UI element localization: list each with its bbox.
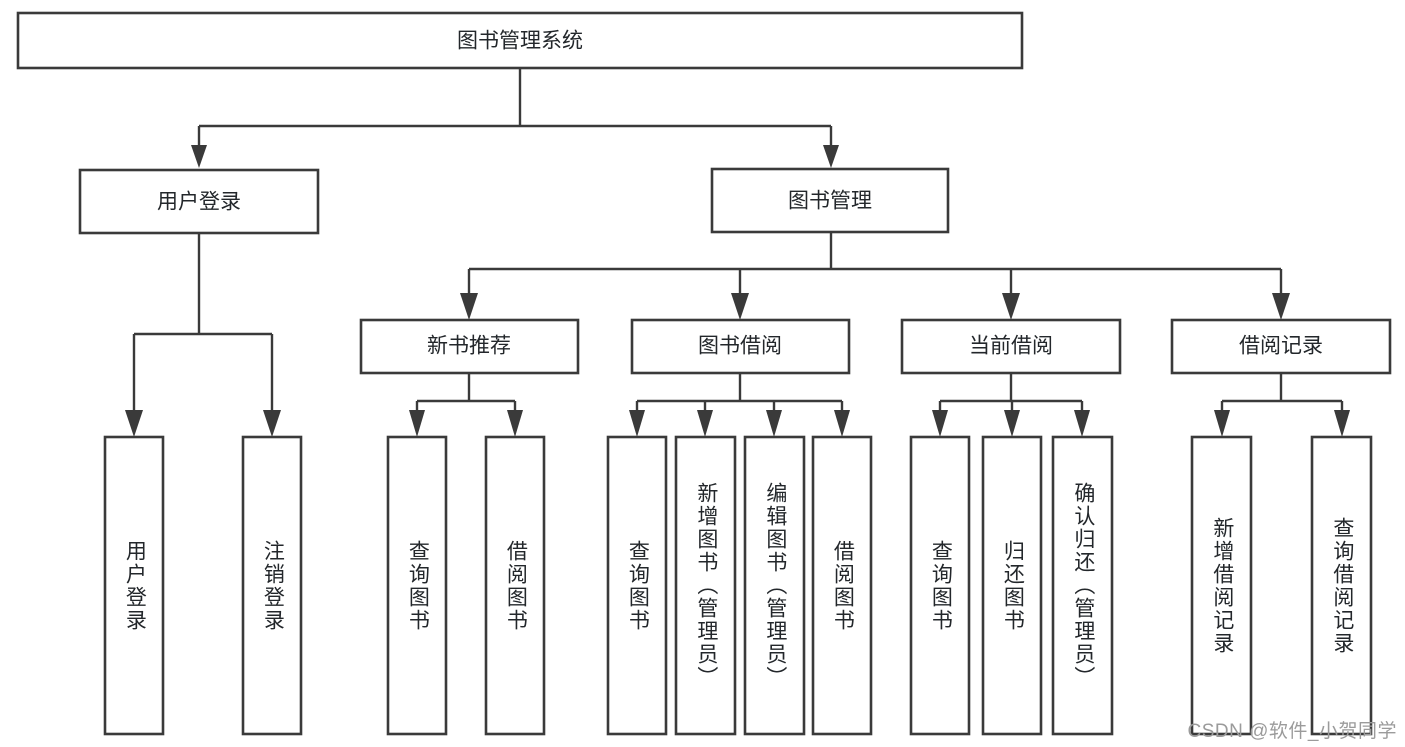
node-box-leaf-edit-book-admin[interactable] [743, 435, 806, 736]
node-box-leaf-add-book-admin[interactable] [674, 435, 737, 736]
node-label-borrow-records: 借阅记录 [1239, 335, 1323, 358]
arrow-head-borrow-leaf-4 [834, 410, 850, 437]
arrow-head-newbook-leaf-2 [507, 410, 523, 437]
node-label-book-borrow: 图书借阅 [698, 335, 782, 358]
arrow-head-to-new-book [460, 293, 478, 320]
node-box-leaf-query-book-3[interactable] [909, 435, 971, 736]
arrow-head-to-current [1002, 293, 1020, 320]
node-box-leaf-confirm-return-admin[interactable] [1051, 435, 1114, 736]
node-box-leaf-return-book[interactable] [981, 435, 1043, 736]
node-box-leaf-query-borrow-record[interactable] [1310, 435, 1373, 736]
arrow-head-to-records [1272, 293, 1290, 320]
arrow-head-current-leaf-3 [1074, 410, 1090, 437]
connector-group-current-to-leaves [932, 373, 1090, 437]
watermark-text: CSDN @软件_小贺同学 [1187, 721, 1397, 742]
arrow-head-records-leaf-1 [1214, 410, 1230, 437]
arrow-head-records-leaf-2 [1334, 410, 1350, 437]
node-box-leaf-user-login[interactable] [103, 435, 165, 736]
node-box-book-borrow[interactable] [630, 318, 851, 375]
node-box-leaf-query-book-1[interactable] [386, 435, 448, 736]
node-label-root: 图书管理系统 [457, 30, 583, 53]
node-box-current-borrow[interactable] [900, 318, 1122, 375]
connector-group-newbook-to-leaves [409, 373, 523, 437]
arrow-head-current-leaf-2 [1004, 410, 1020, 437]
connector-group-borrow-to-leaves [629, 373, 850, 437]
node-box-user-login[interactable] [78, 168, 320, 235]
node-box-borrow-records[interactable] [1170, 318, 1392, 375]
arrow-head-newbook-leaf-1 [409, 410, 425, 437]
arrow-head-to-user-login [191, 145, 207, 168]
arrow-head-borrow-leaf-2 [697, 410, 713, 437]
node-label-new-book-recommend: 新书推荐 [427, 335, 511, 358]
node-label-book-manage: 图书管理 [788, 190, 872, 213]
arrow-head-user-leaf-1 [125, 410, 143, 437]
arrow-head-to-book-manage [823, 145, 839, 168]
arrow-head-to-borrow [731, 293, 749, 320]
arrow-head-current-leaf-1 [932, 410, 948, 437]
arrow-head-borrow-leaf-3 [766, 410, 782, 437]
node-box-book-manage[interactable] [710, 167, 950, 234]
node-box-leaf-borrow-book-1[interactable] [484, 435, 546, 736]
node-box-leaf-query-book-2[interactable] [606, 435, 668, 736]
connector-group-records-to-leaves [1214, 373, 1350, 437]
node-label-user-login: 用户登录 [157, 191, 241, 214]
connector-group-bookmanage-to-level3 [460, 232, 1290, 320]
node-box-leaf-add-borrow-record[interactable] [1190, 435, 1253, 736]
node-label-current-borrow: 当前借阅 [969, 335, 1053, 358]
node-box-root[interactable] [16, 11, 1024, 70]
node-box-leaf-borrow-book-2[interactable] [811, 435, 873, 736]
node-box-leaf-logout[interactable] [241, 435, 303, 736]
node-box-new-book-recommend[interactable] [359, 318, 580, 375]
connector-group-root-to-level2 [191, 68, 839, 168]
arrow-head-borrow-leaf-1 [629, 410, 645, 437]
arrow-head-user-leaf-2 [263, 410, 281, 437]
connector-group-userlogin-to-leaves [125, 233, 281, 437]
